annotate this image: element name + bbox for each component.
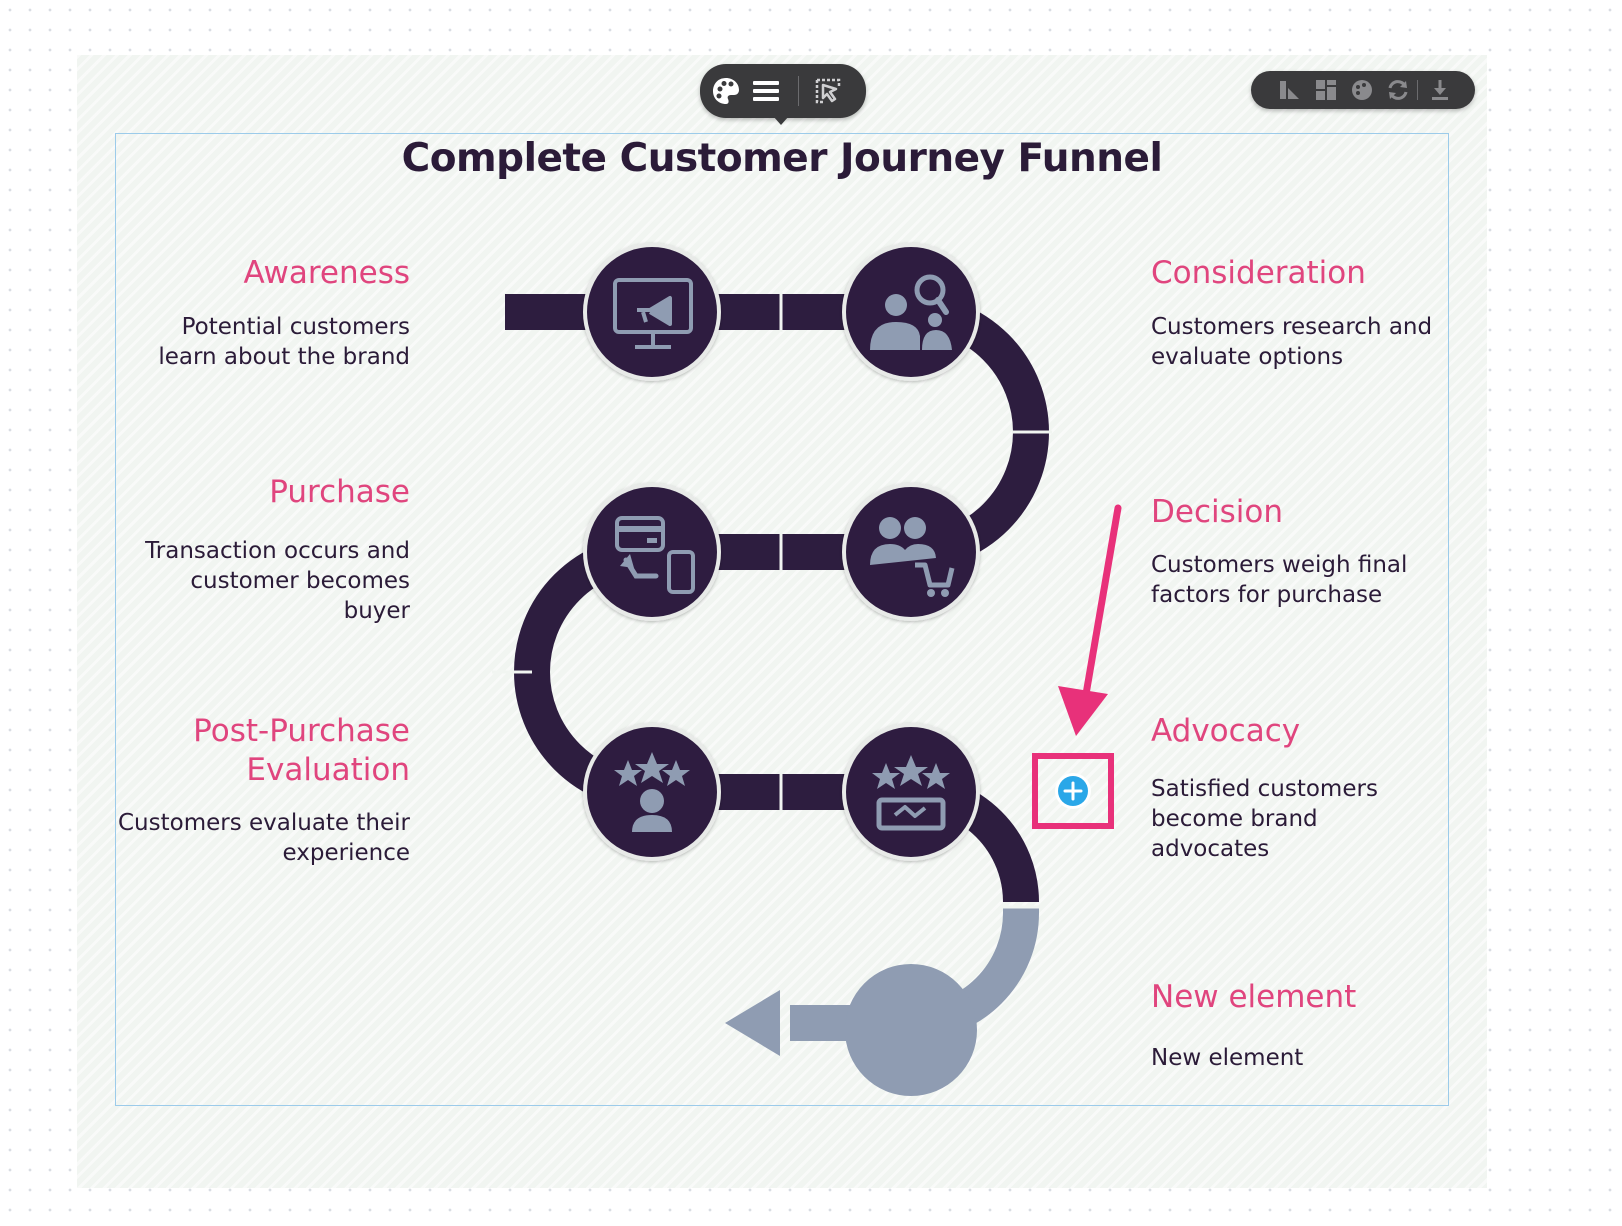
diagram-title[interactable]: Complete Customer Journey Funnel [401,136,1163,181]
selection-frame[interactable] [115,133,1449,1106]
palette-button[interactable] [710,75,742,107]
purchase-description[interactable]: Transaction occurs and customer becomes … [110,536,410,626]
post-purchase-title[interactable]: Post-Purchase Evaluation [130,712,410,790]
description-line: evaluate options [1151,344,1344,370]
canvas-card [77,55,1487,1188]
decision-description[interactable]: Customers weigh final factors for purcha… [1151,550,1451,610]
description-line: customer becomes [190,568,410,594]
select-frame-button[interactable] [812,75,844,107]
color-theme-button[interactable] [1349,77,1375,103]
toolbar-divider [798,76,799,106]
list-icon [753,81,779,101]
annotation-arrow [1058,504,1122,736]
palette-icon [713,78,739,104]
advocacy-title[interactable]: Advocacy [1151,713,1301,749]
decision-title[interactable]: Decision [1151,494,1283,530]
description-line: experience [282,840,410,866]
layout-grid-icon [1316,80,1336,100]
arrow-head [725,990,780,1056]
description-line: Customers research and [1151,314,1433,340]
description-line: Customers weigh final [1151,552,1408,578]
download-button[interactable] [1427,77,1453,103]
description-line: Customers evaluate their [117,810,410,836]
chart-style-icon [1280,81,1299,99]
list-button[interactable] [750,75,782,107]
path-start-cap [505,294,509,330]
description-line: become brand [1151,806,1318,832]
description-line: buyer [343,598,410,624]
purchase-title[interactable]: Purchase [269,474,410,510]
people-search-icon [870,274,952,350]
annotation-highlight-box [1032,753,1114,829]
description-line: factors for purchase [1151,582,1383,608]
refresh-button[interactable] [1385,77,1411,103]
plus-circle-icon [1058,776,1088,806]
new-element-node[interactable] [845,964,977,1096]
card-phone-payment-icon [615,516,695,594]
people-cart-icon [870,517,955,597]
toolbar-pointer [773,116,789,125]
toolbar-divider [1417,80,1418,100]
stars-handshake-icon [872,755,950,831]
top-toolbar [700,64,866,118]
consideration-description[interactable]: Customers research and evaluate options [1151,312,1451,372]
description-line: Transaction occurs and [145,538,410,564]
add-element-button[interactable] [1055,773,1091,809]
title-line: Post-Purchase [193,713,410,749]
new-element-title[interactable]: New element [1151,979,1357,1015]
awareness-title[interactable]: Awareness [243,255,410,291]
advocacy-description[interactable]: Satisfied customers become brand advocat… [1151,774,1451,864]
color-theme-icon [1352,80,1372,100]
description-line: learn about the brand [158,344,410,370]
description-line: advocates [1151,836,1270,862]
description-line: Satisfied customers [1151,776,1378,802]
layout-grid-button[interactable] [1313,77,1339,103]
refresh-icon [1388,80,1408,100]
chart-style-button[interactable] [1277,77,1303,103]
consideration-node[interactable] [842,243,980,381]
awareness-description[interactable]: Potential customers learn about the bran… [110,312,410,372]
description-line: New element [1151,1045,1304,1071]
title-line: Evaluation [246,752,410,788]
consideration-title[interactable]: Consideration [1151,255,1366,291]
new-element-description[interactable]: New element [1151,1043,1451,1073]
monitor-megaphone-icon [613,278,693,349]
description-line: Potential customers [181,314,410,340]
select-frame-icon [815,78,841,104]
stage-circles [583,243,980,1096]
chart-toolbar [1251,71,1475,109]
download-icon [1432,80,1448,100]
stars-person-icon [614,752,690,832]
advocacy-node[interactable] [842,723,980,861]
post-purchase-description[interactable]: Customers evaluate their experience [100,808,410,868]
path-seams [492,292,1052,812]
